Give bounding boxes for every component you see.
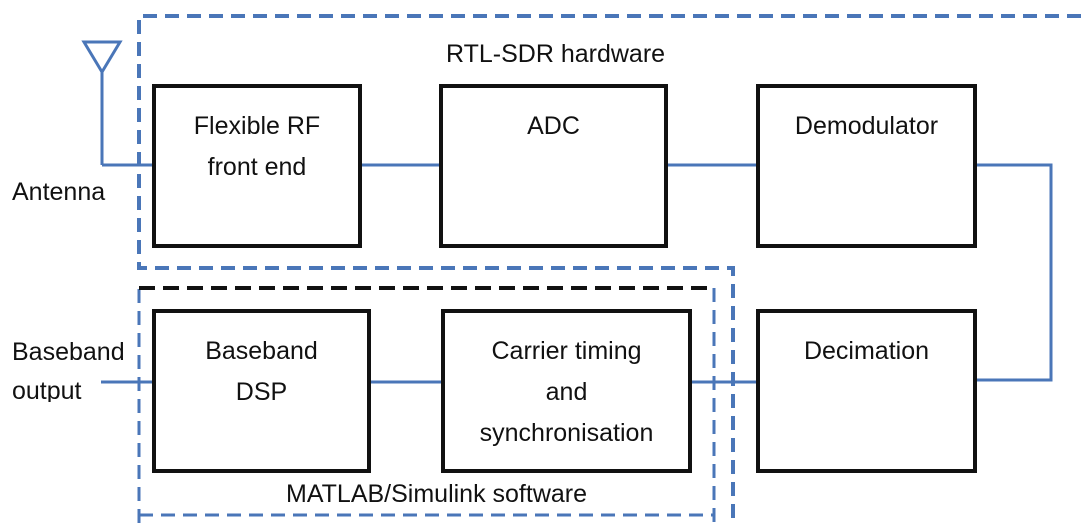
- adc-text: ADC: [443, 106, 664, 147]
- rf-front-end-line1: Flexible RF: [193, 112, 321, 140]
- rf-front-end-line2: front end: [207, 153, 307, 181]
- decimation-text: Decimation: [760, 331, 973, 372]
- block-carrier-timing: [441, 309, 692, 473]
- hardware-region-label: RTL-SDR hardware: [446, 40, 666, 68]
- carrier-timing-line1: Carrier timing: [491, 337, 642, 365]
- software-region-label: MATLAB/Simulink software: [286, 480, 588, 508]
- block-demodulator: [756, 84, 977, 248]
- rf-front-end-text: Flexible RF front end: [156, 106, 358, 188]
- baseband-dsp-line2: DSP: [235, 378, 288, 406]
- demodulator-text: Demodulator: [760, 106, 973, 147]
- carrier-timing-line3: synchronisation: [479, 419, 654, 447]
- block-adc: [439, 84, 668, 248]
- baseband-output-label-line2: output: [12, 379, 86, 402]
- hardware-region-border: [137, 14, 1081, 523]
- carrier-timing-text: Carrier timing and synchronisation: [445, 331, 688, 454]
- demodulator-line1: Demodulator: [794, 112, 939, 140]
- antenna-label: Antenna: [12, 178, 106, 206]
- decimation-line1: Decimation: [803, 337, 930, 365]
- antenna-icon: [81, 40, 154, 167]
- baseband-dsp-line1: Baseband: [205, 337, 318, 365]
- block-decimation: [756, 309, 977, 473]
- baseband-dsp-text: Baseband DSP: [156, 331, 367, 413]
- block-baseband-dsp: [152, 309, 371, 473]
- adc-line1: ADC: [527, 112, 580, 140]
- baseband-output-label-line1: Baseband: [12, 338, 125, 366]
- wire-demod-to-decimation: [975, 163, 1053, 382]
- carrier-timing-line2: and: [545, 378, 588, 406]
- block-rf-front-end: [152, 84, 362, 248]
